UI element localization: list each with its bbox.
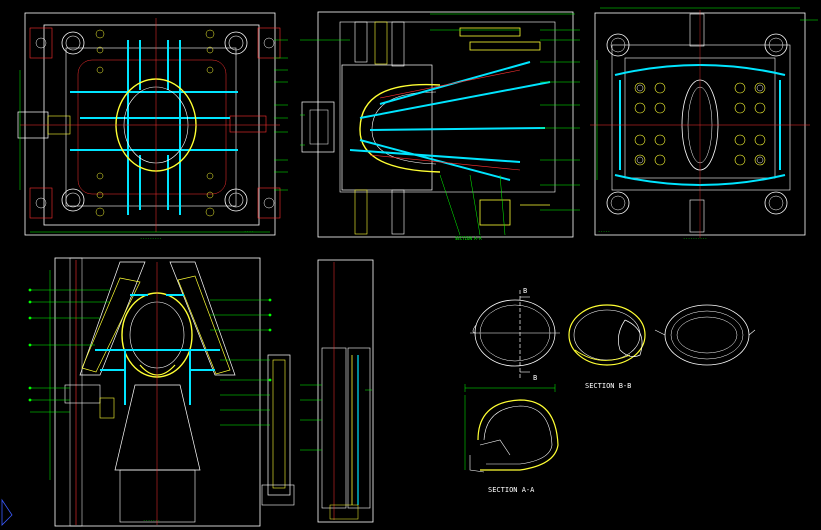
svg-text:-------: ------- (143, 518, 160, 523)
helmet-detail-views: B B SECTION B-B SECTION A-A (464, 287, 756, 494)
view-bottom-middle-side (300, 259, 374, 523)
svg-text:----: ---- (244, 229, 254, 234)
cut-marker-b-top: B (523, 287, 527, 295)
view-bottom-left-section: ------- (1, 257, 295, 527)
view-top-left-plan: --------- ---- (17, 12, 288, 241)
svg-text:-----: ----- (598, 229, 610, 234)
section-bb-label: SECTION B-B (585, 382, 631, 390)
section-aa-label: SECTION A-A (488, 486, 535, 494)
view-top-right-plan: ----- ---------- (590, 7, 818, 241)
helmet-profile-section-aa: SECTION A-A (464, 384, 559, 494)
section-aa-caption-top: SECTION A-A (455, 236, 482, 241)
view-top-middle-section: SECTION A-A (300, 11, 580, 241)
svg-text:----------: ---------- (683, 236, 707, 241)
svg-text:---------: --------- (140, 236, 162, 241)
cut-marker-b-bottom: B (533, 374, 537, 382)
